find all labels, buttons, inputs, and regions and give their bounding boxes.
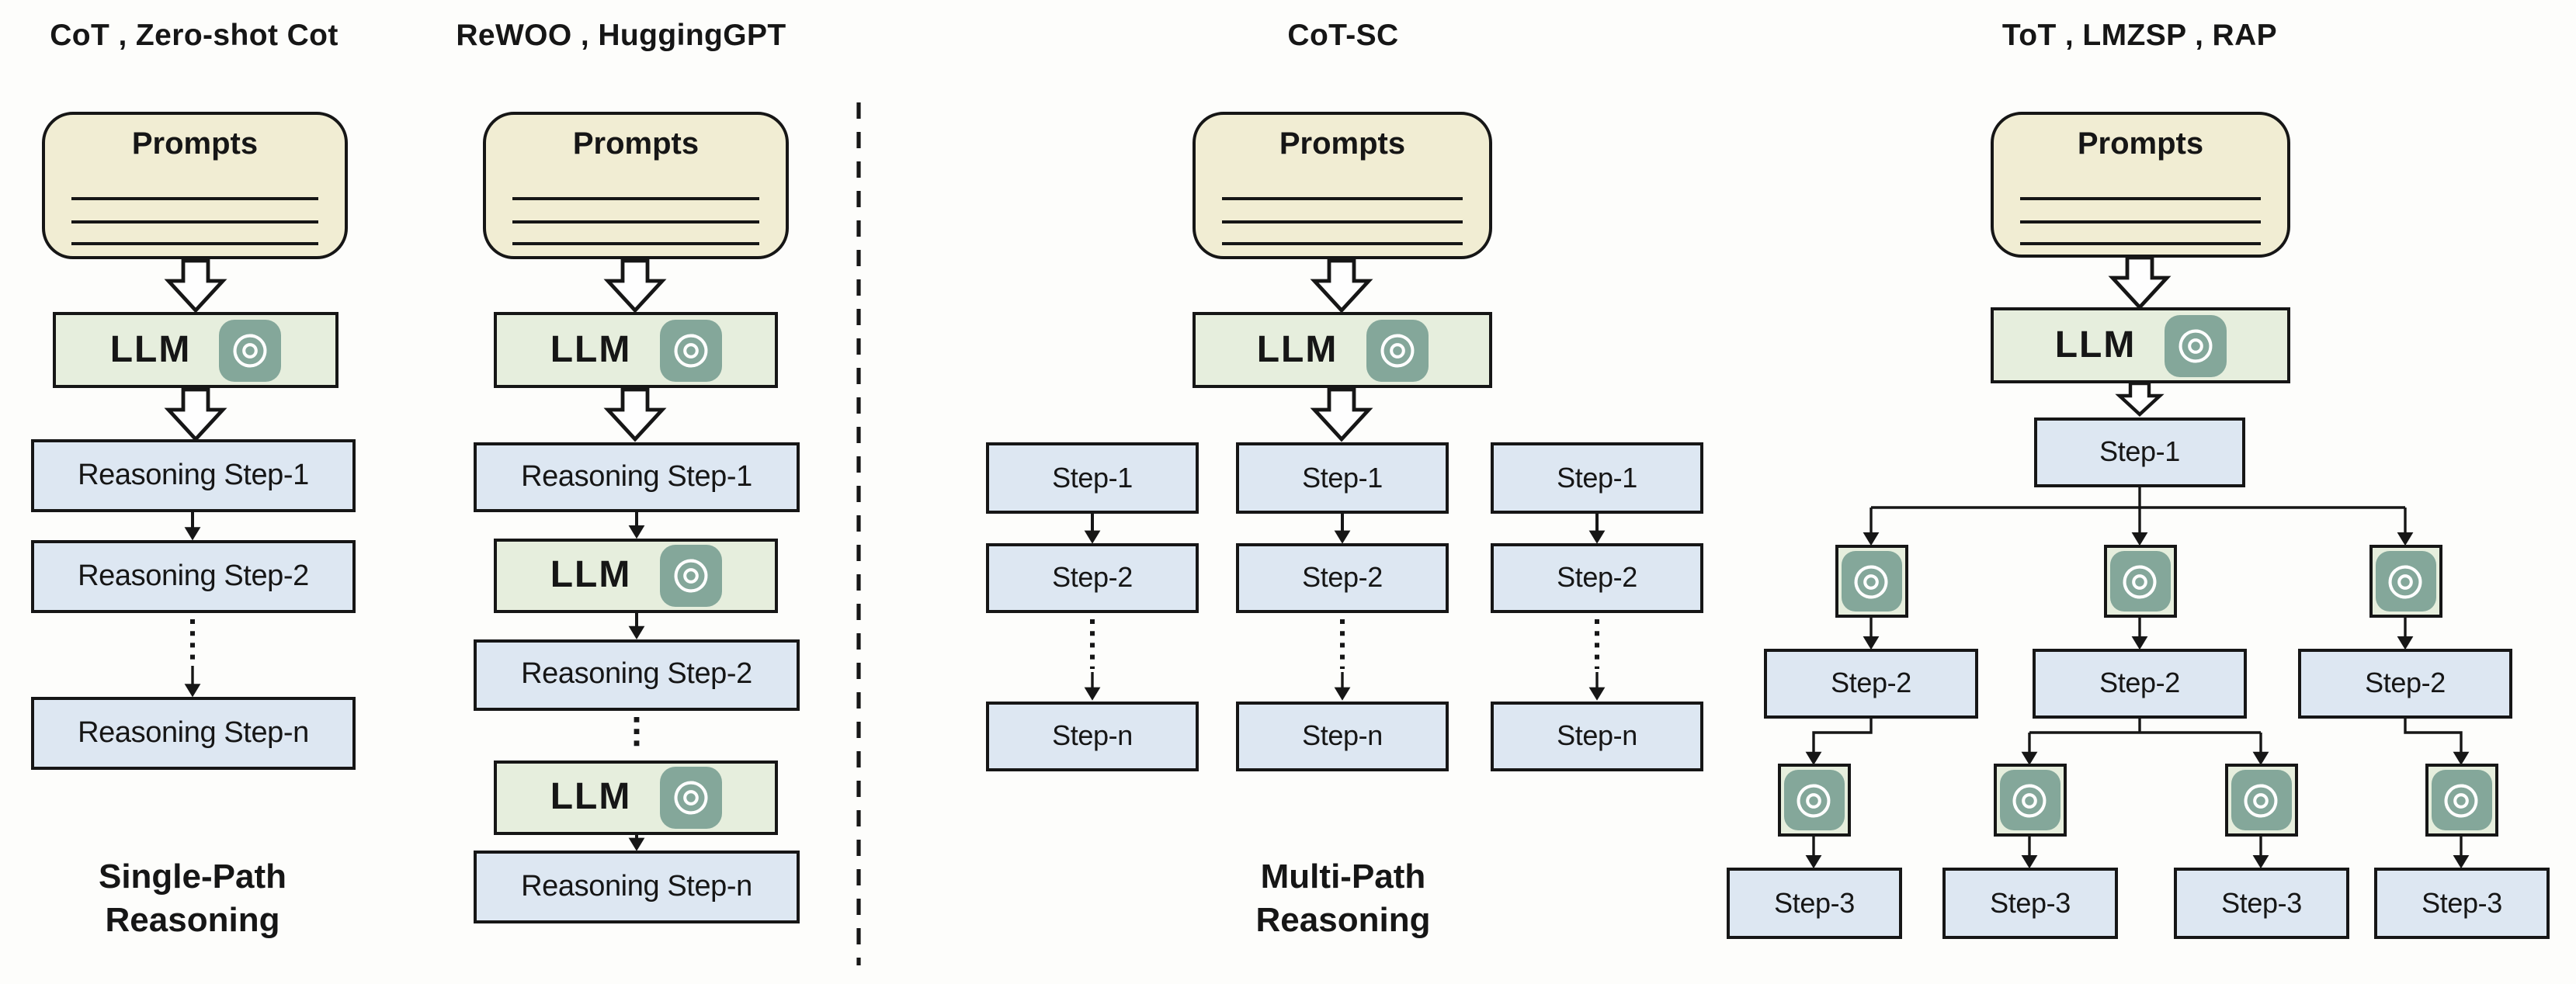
reasoning-step-box: Reasoning Step-2 — [31, 540, 356, 613]
llm-box: LLM — [1193, 312, 1492, 388]
prompt-line — [512, 197, 759, 200]
step-box: Step-3 — [2374, 868, 2550, 939]
openai-logo-icon — [1366, 319, 1429, 381]
reasoning-step-box: Reasoning Step-n — [31, 697, 356, 770]
prompt-line — [512, 220, 759, 223]
reasoning-step-box: Reasoning Step-n — [474, 851, 800, 923]
method-title-cotsc: CoT-SC — [1287, 19, 1399, 53]
llm-node-box — [1777, 764, 1850, 837]
prompt-line — [2020, 197, 2261, 200]
step-box: Step-1 — [986, 442, 1199, 514]
prompt-line — [71, 242, 318, 246]
prompt-line — [512, 242, 759, 246]
llm-node-box — [1993, 764, 2066, 837]
multi-path-label: Multi-Path Reasoning — [1172, 855, 1514, 941]
single-path-label: Single-Path Reasoning — [22, 855, 363, 941]
llm-box: LLM — [1991, 307, 2290, 383]
prompt-line — [1222, 242, 1463, 246]
openai-logo-icon — [2431, 770, 2491, 830]
llm-node-box — [2224, 764, 2297, 837]
openai-logo-icon — [659, 767, 722, 829]
prompts-label: Prompts — [1279, 127, 1406, 161]
llm-label: LLM — [2054, 324, 2137, 366]
llm-box: LLM — [494, 761, 778, 835]
step-box: Step-1 — [1236, 442, 1449, 514]
prompts-box: Prompts — [1193, 112, 1492, 259]
prompts-label: Prompts — [572, 127, 700, 161]
prompt-line — [1222, 197, 1463, 200]
prompts-box: Prompts — [483, 112, 789, 259]
step-box: Step-2 — [1236, 543, 1449, 613]
step-box: Step-2 — [1764, 649, 1978, 719]
step-box: Step-n — [1236, 702, 1449, 771]
llm-label: LLM — [550, 776, 632, 818]
openai-logo-icon — [2231, 770, 2291, 830]
multi-path-label-line1: Multi-Path — [1260, 857, 1426, 896]
llm-label: LLM — [550, 328, 632, 370]
openai-logo-icon — [2164, 314, 2227, 376]
llm-box: LLM — [53, 312, 338, 388]
step-box: Step-3 — [2174, 868, 2349, 939]
single-path-label-line2: Reasoning — [105, 899, 280, 938]
prompt-lines — [1222, 197, 1463, 265]
step-box: Step-1 — [1491, 442, 1703, 514]
step-box: Step-1 — [2034, 418, 2245, 487]
prompt-lines — [71, 197, 318, 265]
method-title-rewoo: ReWOO , HuggingGPT — [456, 19, 786, 53]
openai-logo-icon — [219, 319, 282, 381]
step-box: Step-3 — [1727, 868, 1902, 939]
multi-path-label-line2: Reasoning — [1255, 899, 1431, 938]
prompt-lines — [2020, 197, 2261, 265]
prompts-label: Prompts — [2077, 127, 2204, 161]
step-box: Step-2 — [2033, 649, 2247, 719]
prompts-label: Prompts — [131, 127, 259, 161]
openai-logo-icon — [659, 545, 722, 607]
openai-logo-icon — [2375, 551, 2435, 612]
prompt-line — [2020, 220, 2261, 223]
llm-node-box — [2103, 545, 2176, 618]
prompt-line — [2020, 242, 2261, 246]
llm-node-box — [1835, 545, 1908, 618]
reasoning-step-box: Reasoning Step-1 — [31, 439, 356, 512]
openai-logo-icon — [2109, 551, 2170, 612]
method-title-cot: CoT , Zero-shot Cot — [50, 19, 338, 53]
llm-box: LLM — [494, 539, 778, 613]
step-box: Step-2 — [2298, 649, 2512, 719]
openai-logo-icon — [1841, 551, 1901, 612]
llm-node-box — [2425, 764, 2498, 837]
reasoning-step-box: Reasoning Step-2 — [474, 639, 800, 711]
step-box: Step-2 — [1491, 543, 1703, 613]
llm-label: LLM — [550, 554, 632, 596]
openai-logo-icon — [1783, 770, 1844, 830]
llm-label: LLM — [1256, 328, 1338, 370]
prompts-box: Prompts — [1991, 112, 2290, 258]
prompt-line — [1222, 220, 1463, 223]
single-path-label-line1: Single-Path — [98, 857, 286, 896]
step-box: Step-n — [1491, 702, 1703, 771]
openai-logo-icon — [659, 319, 722, 381]
prompt-line — [71, 220, 318, 223]
prompt-line — [71, 197, 318, 200]
llm-label: LLM — [109, 328, 192, 370]
step-box: Step-2 — [986, 543, 1199, 613]
method-title-tot: ToT , LMZSP , RAP — [2001, 19, 2278, 53]
prompts-box: Prompts — [42, 112, 348, 259]
step-box: Step-n — [986, 702, 1199, 771]
reasoning-step-box: Reasoning Step-1 — [474, 442, 800, 512]
llm-node-box — [2369, 545, 2442, 618]
step-box: Step-3 — [1942, 868, 2118, 939]
prompt-lines — [512, 197, 759, 265]
llm-box: LLM — [494, 312, 778, 388]
openai-logo-icon — [1999, 770, 2060, 830]
